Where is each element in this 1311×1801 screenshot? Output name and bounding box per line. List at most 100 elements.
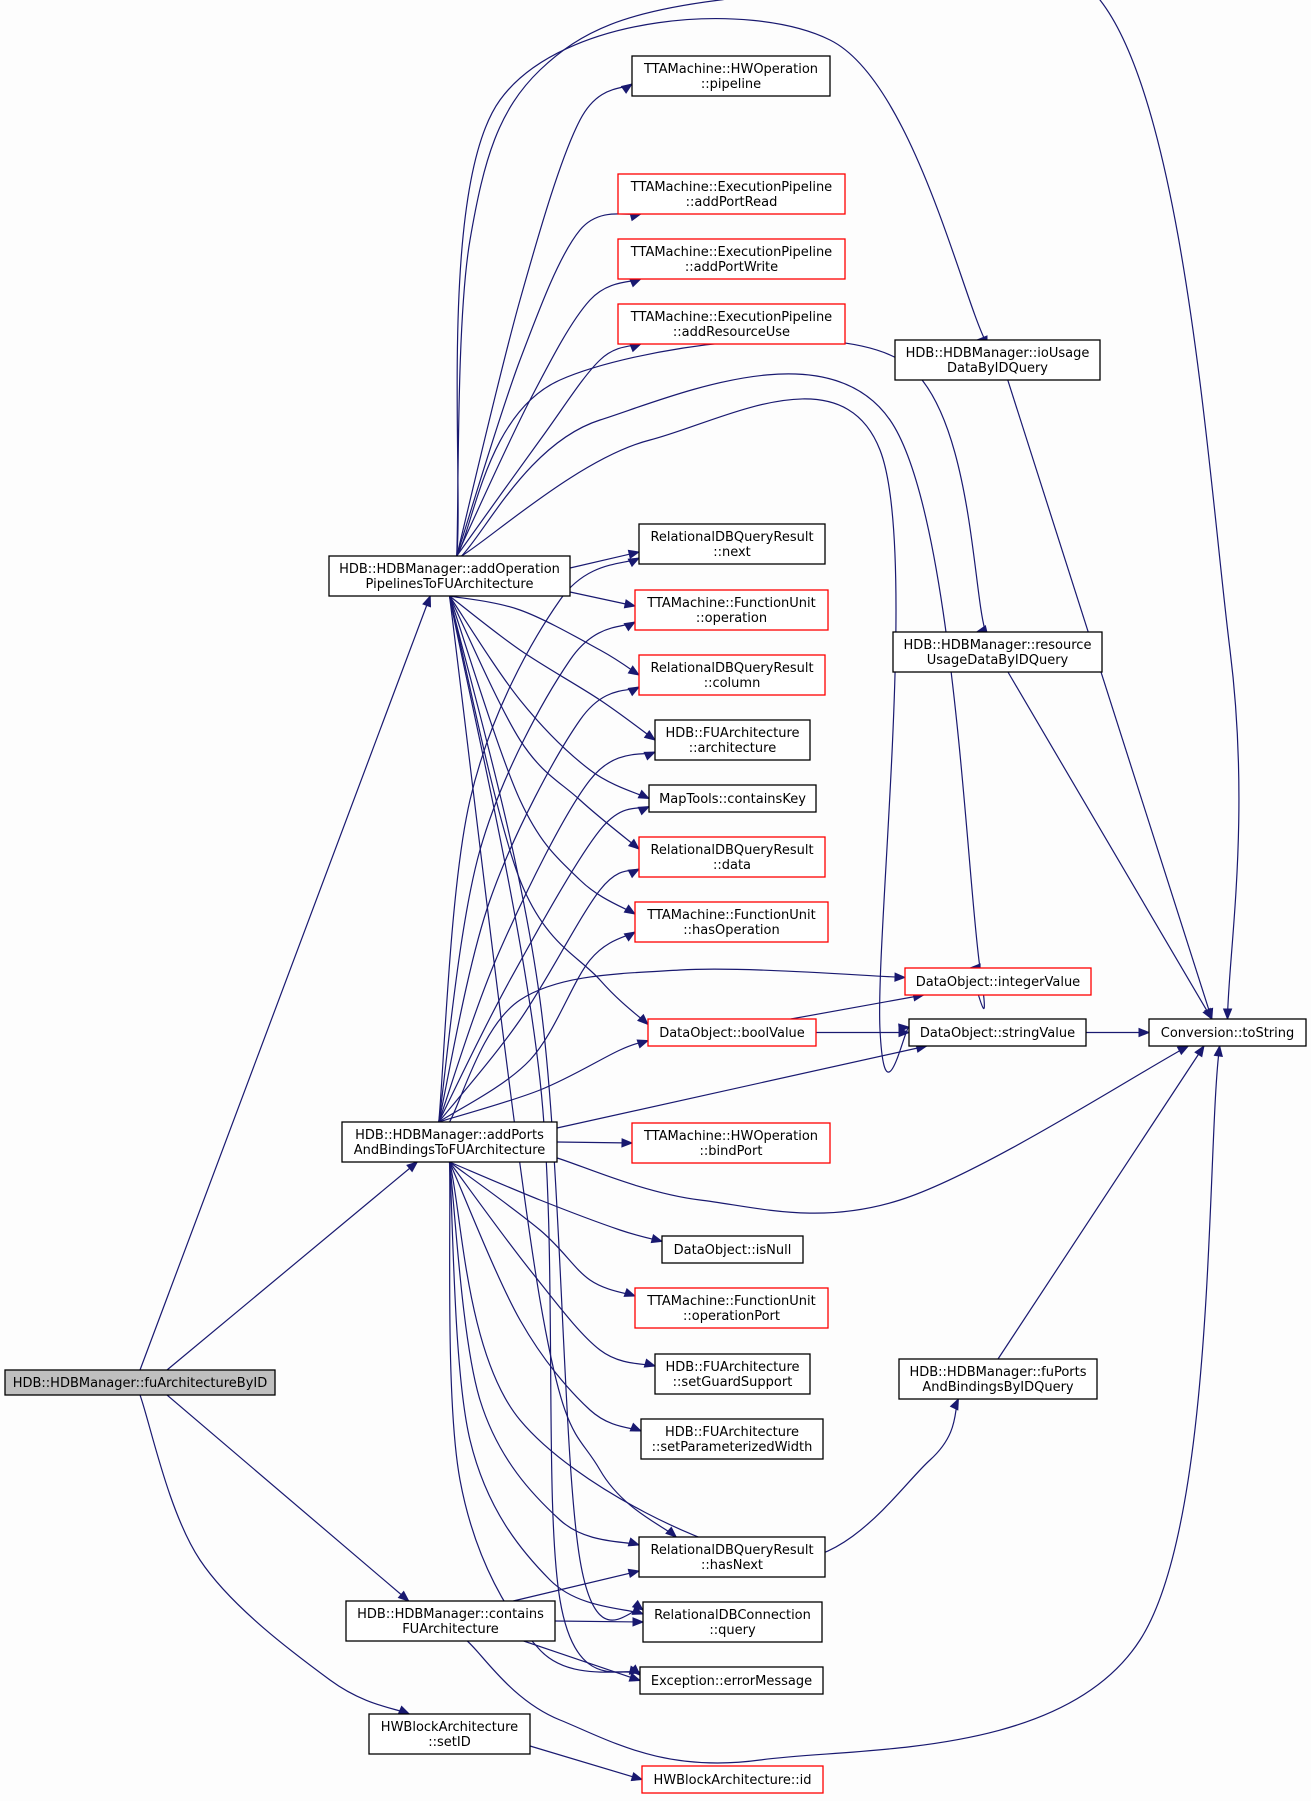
node-label-line: ::bindPort [700, 1144, 763, 1159]
node-label-line: RelationalDBQueryResult [650, 661, 813, 676]
node-data[interactable]: RelationalDBQueryResult::data [638, 836, 826, 878]
node-stringValue[interactable]: DataObject::stringValue [908, 1018, 1087, 1047]
edge-addOp-to-operation [569, 591, 637, 609]
edge-addPorts-to-boolValue [438, 1039, 650, 1123]
edge-addPorts-to-setGuardSupport [449, 1161, 657, 1368]
node-label-line: RelationalDBQueryResult [650, 530, 813, 545]
node-bindPort[interactable]: TTAMachine::HWOperation::bindPort [631, 1122, 831, 1164]
node-hasOperation[interactable]: TTAMachine::FunctionUnit::hasOperation [634, 901, 829, 943]
edge-line [438, 686, 640, 1123]
node-label-line: HDB::FUArchitecture [665, 1425, 799, 1440]
edge-line [556, 1141, 633, 1144]
edge-line [456, 0, 1240, 1020]
node-addOp[interactable]: HDB::HDBManager::addOperationPipelinesTo… [328, 555, 571, 597]
node-label-line: HDB::HDBManager::resource [904, 638, 1092, 653]
edge-addPorts-to-hasOperation [438, 931, 637, 1123]
arrowhead [1202, 1007, 1213, 1021]
node-label-line: HDB::HDBManager::addOperation [339, 562, 560, 577]
arrowhead [1194, 1044, 1205, 1058]
edge-line [997, 1045, 1205, 1360]
node-box [328, 555, 571, 597]
node-errorMessage[interactable]: Exception::errorMessage [639, 1666, 824, 1695]
node-box [641, 1765, 824, 1794]
node-label-line: RelationalDBConnection [654, 1608, 811, 1623]
edge-contains-to-hasNext [513, 1568, 641, 1602]
edge-line [448, 1161, 644, 1615]
edge-addOp-to-pipeline [456, 83, 634, 557]
arrowhead [406, 1161, 419, 1173]
edge-line [448, 595, 649, 1025]
node-root[interactable]: HDB::HDBManager::fuArchitectureByID [4, 1369, 276, 1396]
node-setGuardSupport[interactable]: HDB::FUArchitecture::setGuardSupport [654, 1353, 811, 1395]
edge-line [449, 595, 650, 800]
node-toString[interactable]: Conversion::toString [1148, 1018, 1307, 1047]
edge-line [513, 1570, 640, 1602]
node-addResourceUse[interactable]: TTAMachine::ExecutionPipeline::addResour… [617, 303, 846, 345]
edge-line [448, 595, 640, 850]
node-label-line: HWBlockArchitecture [381, 1720, 518, 1735]
node-label-line: DataObject::stringValue [920, 1026, 1075, 1041]
edge-root-to-addPorts [166, 1161, 419, 1371]
arrowhead [629, 1422, 643, 1432]
edge-line [438, 868, 640, 1123]
node-query[interactable]: RelationalDBConnection::query [642, 1601, 823, 1643]
edge-addPorts-to-isNull [449, 1161, 664, 1244]
node-hasNext[interactable]: RelationalDBQueryResult::hasNext [638, 1536, 826, 1578]
edge-addOp-to-toString [456, 0, 1240, 1021]
edge-line [448, 595, 644, 1621]
node-next[interactable]: RelationalDBQueryResult::next [638, 523, 826, 565]
node-operation[interactable]: TTAMachine::FunctionUnit::operation [634, 589, 829, 631]
arrowhead [643, 751, 657, 761]
node-isNull[interactable]: DataObject::isNull [661, 1235, 804, 1264]
node-label-line: ::operation [696, 611, 767, 626]
node-addPortRead[interactable]: TTAMachine::ExecutionPipeline::addPortRe… [617, 173, 846, 215]
edge-line [449, 1161, 656, 1367]
node-addPortWrite[interactable]: TTAMachine::ExecutionPipeline::addPortWr… [617, 238, 846, 280]
edge-line [448, 595, 641, 1676]
node-architecture[interactable]: HDB::FUArchitecture::architecture [654, 719, 811, 761]
arrowhead [637, 789, 651, 800]
edge-boolValue-to-integerValue [790, 992, 925, 1020]
node-label-line: ::hasNext [701, 1558, 763, 1573]
node-setID[interactable]: HWBlockArchitecture::setID [368, 1713, 531, 1755]
edge-addOp-to-architecture [449, 595, 657, 741]
arrowhead [630, 1771, 644, 1782]
arrowhead [643, 730, 657, 741]
node-integerValue[interactable]: DataObject::integerValue [904, 967, 1092, 996]
edge-line [523, 1640, 641, 1682]
edge-line [456, 213, 641, 557]
node-label-line: ::data [713, 858, 751, 873]
call-nodes: HDB::HDBManager::fuArchitectureByIDHDB::… [4, 55, 1307, 1794]
node-label-line: ::setID [428, 1735, 470, 1750]
node-label-line: FUArchitecture [402, 1622, 499, 1637]
edge-line [1007, 671, 1213, 1020]
edge-fuPorts-to-toString [997, 1044, 1205, 1360]
node-box [908, 1018, 1087, 1047]
edge-line [456, 18, 995, 557]
edge-addPorts-to-data [438, 868, 641, 1123]
node-operationPort[interactable]: TTAMachine::FunctionUnit::operationPort [634, 1287, 829, 1329]
node-label-line: Conversion::toString [1161, 1026, 1295, 1041]
node-label-line: RelationalDBQueryResult [650, 843, 813, 858]
arrowhead [665, 1526, 678, 1538]
node-resourceUsage[interactable]: HDB::HDBManager::resourceUsageDataByIDQu… [892, 631, 1103, 673]
edge-addOp-to-hasNext [448, 595, 678, 1538]
node-fuPorts[interactable]: HDB::HDBManager::fuPortsAndBindingsByIDQ… [898, 1358, 1098, 1400]
arrowhead [629, 278, 642, 288]
edge-contains-to-query [554, 1617, 645, 1627]
node-id[interactable]: HWBlockArchitecture::id [641, 1765, 824, 1794]
node-setParamWidth[interactable]: HDB::FUArchitecture::setParameterizedWid… [640, 1418, 824, 1460]
node-boolValue[interactable]: DataObject::boolValue [647, 1018, 817, 1047]
node-box [368, 1713, 531, 1755]
node-pipeline[interactable]: TTAMachine::HWOperation::pipeline [631, 55, 831, 97]
node-box [617, 173, 846, 215]
edge-line [166, 1394, 410, 1602]
edge-addOp-to-hasOperation [448, 595, 637, 915]
node-column[interactable]: RelationalDBQueryResult::column [638, 654, 826, 696]
node-label-line: ::column [704, 676, 761, 691]
node-addPorts[interactable]: HDB::HDBManager::addPortsAndBindingsToFU… [341, 1121, 558, 1163]
node-containsKey[interactable]: MapTools::containsKey [648, 784, 817, 813]
